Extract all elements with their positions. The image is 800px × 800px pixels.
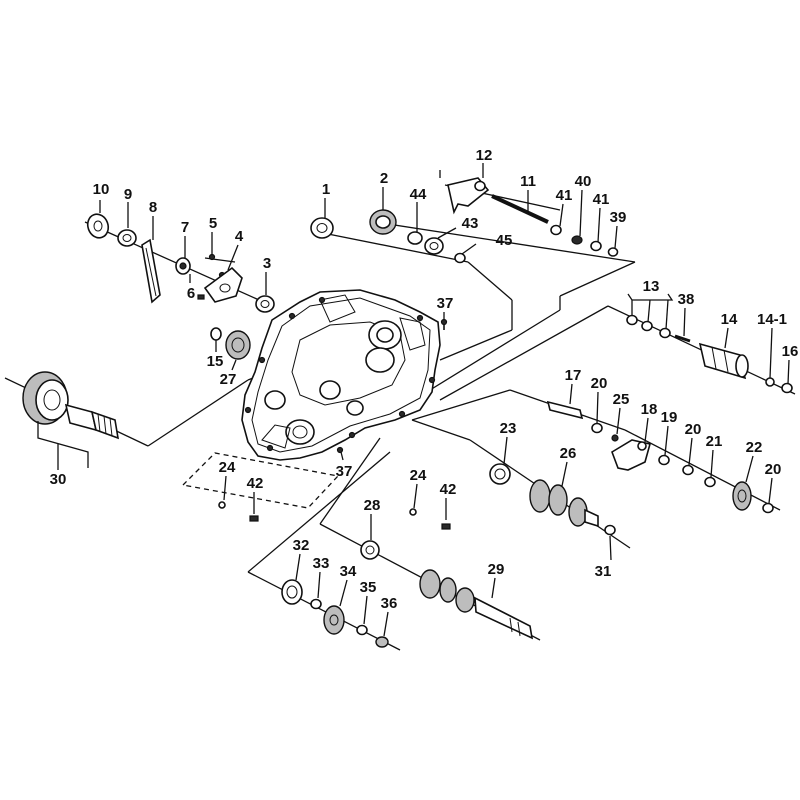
bolt-group-dashed-outline [181,452,340,509]
callout-2: 2 [380,170,388,187]
callout-36: 36 [381,595,398,612]
output-gear-shaft [22,371,120,440]
callout-42-a: 42 [247,475,264,492]
transmission-case [241,289,441,461]
callout-26: 26 [560,445,577,462]
callout-8: 8 [149,199,157,216]
countershaft-cluster [489,463,616,536]
callout-34: 34 [340,563,357,580]
callout-3: 3 [263,255,271,272]
callout-24-a: 24 [219,459,236,476]
callout-21: 21 [706,433,723,450]
callout-45: 45 [496,232,513,249]
callout-37-b: 37 [336,463,353,480]
callout-14: 14 [721,311,738,328]
shift-fork-lower [546,400,774,514]
mainshaft [281,540,534,648]
callout-14-1: 14-1 [757,311,787,328]
callout-16: 16 [782,343,799,360]
callout-41-a: 41 [556,187,573,204]
callout-23: 23 [500,420,517,437]
callout-9: 9 [124,186,132,203]
callout-35: 35 [360,579,377,596]
callout-20-b: 20 [685,421,702,438]
callout-30: 30 [50,471,67,488]
callout-1: 1 [322,181,330,198]
callout-19: 19 [661,409,678,426]
callout-12: 12 [476,147,493,164]
shift-fork-upper [447,177,619,257]
callout-10: 10 [93,181,110,198]
callout-32: 32 [293,537,310,554]
callout-13: 13 [643,278,660,295]
callout-33: 33 [313,555,330,572]
callout-43: 43 [462,215,479,232]
callout-44: 44 [410,186,427,203]
parts-top [310,209,466,264]
callout-38: 38 [678,291,695,308]
callout-41-b: 41 [593,191,610,208]
callout-22: 22 [746,439,763,456]
callout-25: 25 [613,391,630,408]
callout-4: 4 [235,228,244,245]
parts-left [86,213,275,360]
callout-11: 11 [520,173,536,190]
callout-31: 31 [595,563,612,580]
callout-27: 27 [220,371,237,388]
callout-29: 29 [488,561,505,578]
leader-lines [37,163,790,637]
callout-6: 6 [187,285,195,302]
callout-24-b: 24 [410,467,427,484]
callout-18: 18 [641,401,658,418]
callout-5: 5 [209,215,217,232]
callout-20-c: 20 [765,461,782,478]
callout-17: 17 [565,367,582,384]
callout-39: 39 [610,209,627,226]
callout-40: 40 [575,173,592,190]
callout-15: 15 [207,353,224,370]
callout-28: 28 [364,497,381,514]
callout-7: 7 [181,219,189,236]
bolt-37-top [440,318,448,326]
callout-37-a: 37 [437,295,454,312]
shift-drum-parts [626,314,793,394]
callout-42-b: 42 [440,481,457,498]
callout-labels: 10 9 8 7 5 4 6 3 1 2 44 43 45 12 11 41 4… [50,147,799,612]
bolts-lower [218,446,451,530]
callout-20-a: 20 [591,375,608,392]
